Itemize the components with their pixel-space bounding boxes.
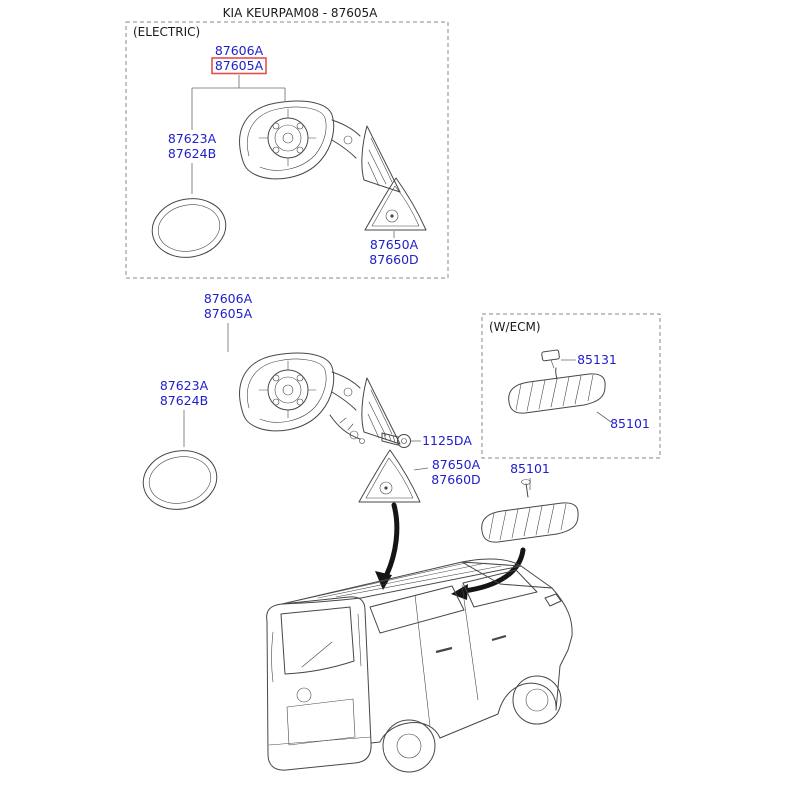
part-label-85101-wecm[interactable]: 85101 [610, 416, 650, 431]
door-mirror-on-vehicle [544, 593, 562, 607]
roof [281, 558, 522, 605]
mirror-assembly-drawing-electric [239, 100, 401, 193]
mirror-assembly-drawing-main [239, 352, 401, 445]
part-label-87606A-electric[interactable]: 87606A [215, 43, 264, 58]
main-section: 87606A 87605A 87623A 87624B 1125DA 87650… [137, 291, 579, 543]
electric-section-border [125, 21, 449, 279]
part-label-85101-main[interactable]: 85101 [510, 461, 550, 476]
leader-lines-main [183, 323, 531, 490]
rear-window [280, 606, 355, 675]
license-recess [286, 698, 356, 746]
wecm-section-border [481, 313, 661, 459]
interior-mirror-drawing-wecm [508, 367, 606, 414]
part-label-87606A-main[interactable]: 87606A [204, 291, 253, 306]
sail-cover-drawing-main [358, 449, 421, 503]
part-label-87624B-main[interactable]: 87624B [160, 393, 208, 408]
wecm-section-label: (W/ECM) [489, 320, 541, 334]
ecm-mount-drawing [541, 349, 560, 369]
wheels [382, 675, 562, 773]
part-label-87660D-main[interactable]: 87660D [431, 472, 480, 487]
sail-cover-drawing-electric [364, 177, 427, 231]
part-label-87605A-electric[interactable]: 87605A [215, 58, 264, 73]
rear-badge [296, 687, 312, 703]
leader-lines-electric [191, 75, 395, 238]
rear-door-window [369, 585, 465, 634]
rear-wiper [301, 641, 333, 668]
front-door-window [462, 569, 538, 608]
part-label-87650A-main[interactable]: 87650A [432, 457, 481, 472]
electric-section: (ELECTRIC) 87606A 87605A 87623A 87624B 8… [125, 21, 449, 279]
diagram-title: KIA KEURPAM08 - 87605A [223, 6, 378, 20]
part-label-87605A-main[interactable]: 87605A [204, 306, 253, 321]
part-label-87660D-electric[interactable]: 87660D [369, 252, 418, 267]
wecm-section: (W/ECM) 85131 85101 [481, 313, 661, 459]
part-label-87624B-electric[interactable]: 87624B [168, 146, 216, 161]
part-label-1125DA[interactable]: 1125DA [422, 433, 472, 448]
mirror-glass-drawing-electric [146, 191, 232, 265]
leader-lines-wecm [561, 359, 612, 423]
electric-section-label: (ELECTRIC) [133, 25, 200, 39]
part-label-87650A-electric[interactable]: 87650A [370, 237, 419, 252]
bolt-drawing [381, 432, 411, 448]
part-label-87623A-main[interactable]: 87623A [160, 378, 209, 393]
interior-mirror-drawing-main [481, 479, 579, 543]
vehicle-drawing [266, 558, 573, 773]
mirror-glass-drawing-main [137, 443, 223, 517]
selected-part-highlight [211, 57, 267, 75]
part-label-87623A-electric[interactable]: 87623A [168, 131, 217, 146]
part-label-85131[interactable]: 85131 [577, 352, 617, 367]
